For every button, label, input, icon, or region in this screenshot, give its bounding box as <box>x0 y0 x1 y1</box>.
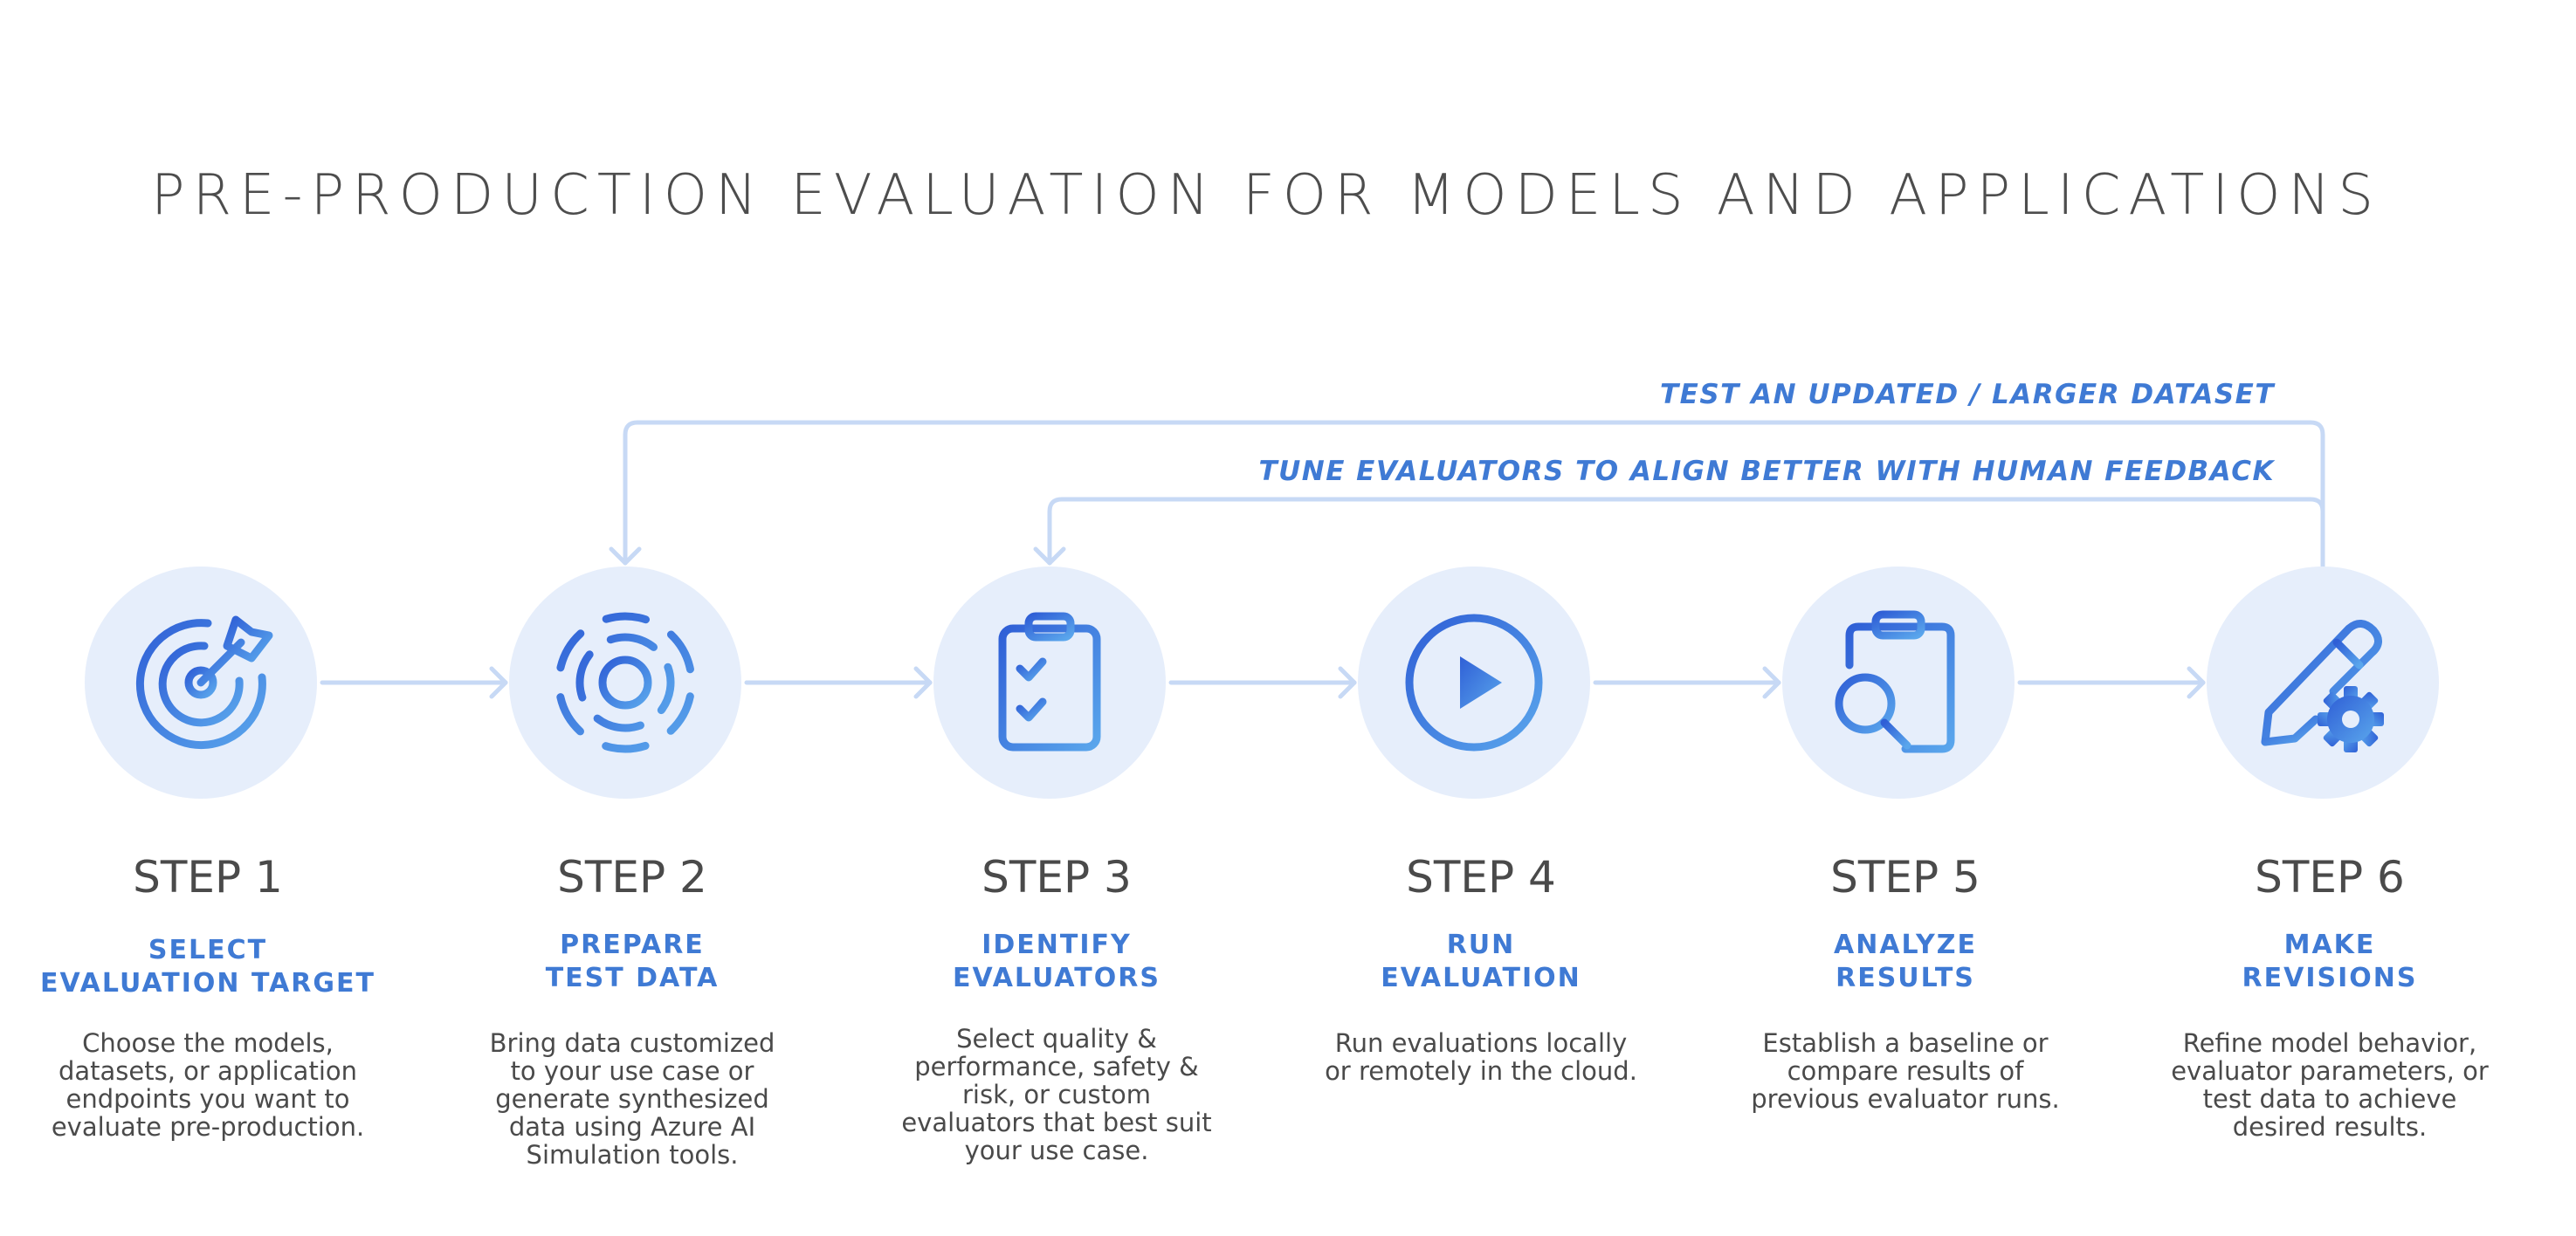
step-description-line: generate synthesized <box>495 1084 768 1114</box>
step-description-line: Establish a baseline or <box>1762 1028 2048 1058</box>
step-description-line: Run evaluations locally <box>1335 1028 1627 1058</box>
step-title-line: MAKE <box>2284 930 2376 960</box>
step-circle <box>933 566 1166 799</box>
feedback-loop: TEST AN UPDATED / LARGER DATASET <box>609 379 2325 569</box>
step-number: STEP 4 <box>1406 852 1556 903</box>
step-number: STEP 5 <box>1830 852 1980 903</box>
step-title-line: TEST DATA <box>546 963 720 993</box>
step-description-line: data using Azure AI <box>509 1112 755 1142</box>
step-description-line: endpoints you want to <box>66 1084 350 1114</box>
step-number: STEP 2 <box>557 852 707 903</box>
step-number: STEP 3 <box>981 852 1132 903</box>
step-description-line: Select quality & <box>956 1024 1157 1054</box>
step-description-line: compare results of <box>1787 1056 2025 1086</box>
step-number: STEP 1 <box>133 852 283 903</box>
step-description-line: to your use case or <box>511 1056 754 1086</box>
step-title-line: IDENTIFY <box>981 930 1132 960</box>
step-title-line: SELECT <box>148 935 267 965</box>
clipboard-checklist-icon <box>998 612 1101 752</box>
step-description-line: evaluate pre-production. <box>52 1112 364 1142</box>
step-connector-arrow <box>2017 666 2206 699</box>
step-connector-arrow <box>744 666 933 699</box>
step-description-line: datasets, or application <box>59 1056 357 1086</box>
pencil-gear-icon <box>2261 620 2384 752</box>
step-title-line: ANALYZE <box>1834 930 1977 960</box>
step-circle <box>509 566 741 799</box>
feedback-loop-label: TUNE EVALUATORS TO ALIGN BETTER WITH HUM… <box>1258 456 2275 487</box>
step-title-line: EVALUATION TARGET <box>40 968 375 999</box>
step-description-line: previous evaluator runs. <box>1751 1084 2059 1114</box>
step-title-line: EVALUATION <box>1381 963 1581 993</box>
step-title-line: PREPARE <box>560 930 705 960</box>
step-description-line: test data to achieve <box>2203 1084 2457 1114</box>
step-description-line: evaluators that best suit <box>901 1108 1211 1137</box>
step-description-line: Refine model behavior, <box>2183 1028 2476 1058</box>
step-title-line: RUN <box>1447 930 1516 960</box>
step-title-line: RESULTS <box>1836 963 1975 993</box>
step-connector-arrow <box>1593 666 1781 699</box>
step-title-line: EVALUATORS <box>953 963 1161 993</box>
feedback-loop-label: TEST AN UPDATED / LARGER DATASET <box>1660 379 2276 410</box>
play-icon <box>1405 614 1543 752</box>
step-connectors <box>320 666 2206 699</box>
step-circle <box>2207 566 2439 799</box>
step-circle <box>1782 566 2015 799</box>
clipboard-search-icon <box>1835 610 1955 753</box>
step-number: STEP 6 <box>2255 852 2405 903</box>
step-description-line: or remotely in the cloud. <box>1325 1056 1637 1086</box>
step-connector-arrow <box>1168 666 1357 699</box>
step-description-line: desired results. <box>2233 1112 2428 1142</box>
data-rings-icon <box>554 612 696 753</box>
feedback-loop: TUNE EVALUATORS TO ALIGN BETTER WITH HUM… <box>1033 456 2325 569</box>
step-description-line: Simulation tools. <box>527 1140 739 1170</box>
step-description-line: your use case. <box>965 1136 1149 1165</box>
step-description-line: Choose the models, <box>82 1028 334 1058</box>
step-description-line: risk, or custom <box>962 1080 1151 1109</box>
step-description-line: Bring data customized <box>490 1028 775 1058</box>
feedback-loops: TEST AN UPDATED / LARGER DATASET TUNE EVA… <box>609 379 2325 569</box>
target-icon <box>135 615 273 750</box>
step-description-line: performance, safety & <box>914 1052 1198 1082</box>
step-title-line: REVISIONS <box>2242 963 2418 993</box>
step-description-line: evaluator parameters, or <box>2171 1056 2489 1086</box>
page-title: PRE-PRODUCTION EVALUATION FOR MODELS AND… <box>151 163 2381 228</box>
step-connector-arrow <box>320 666 508 699</box>
